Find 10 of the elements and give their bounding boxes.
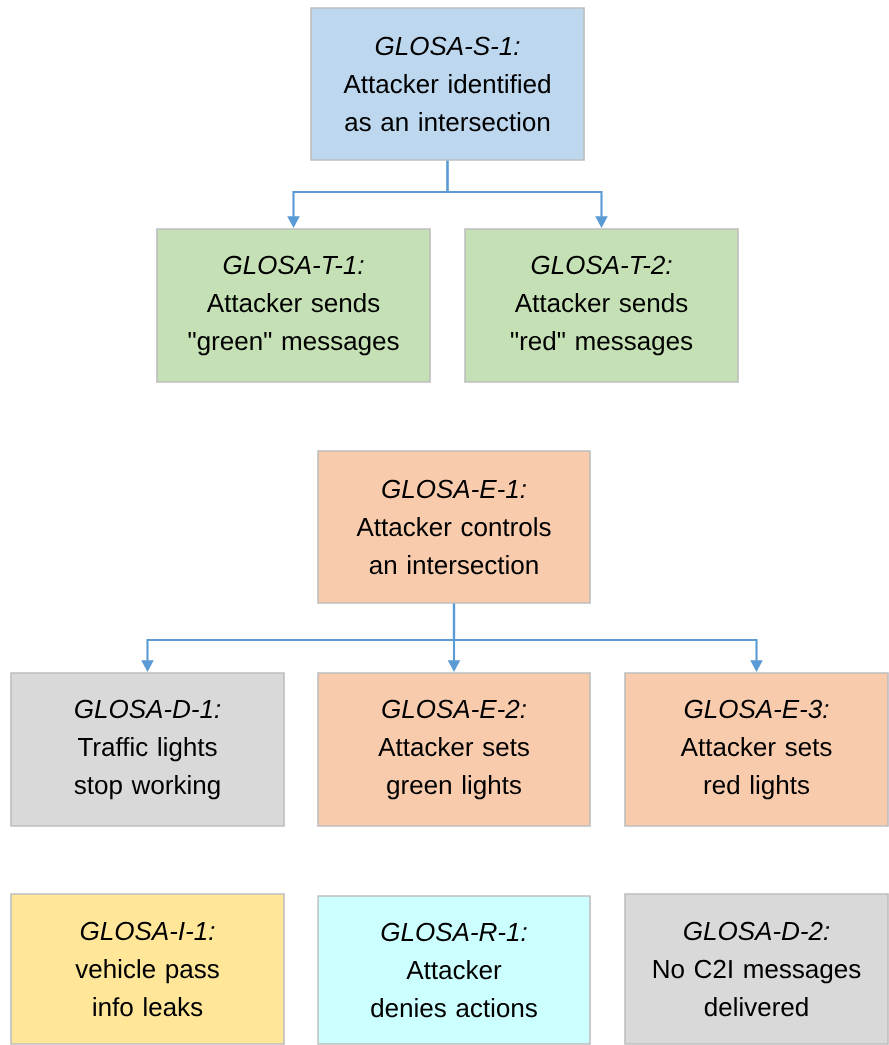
threat-box: GLOSA-T-1: Attacker sends "green" messages: [156, 228, 431, 383]
threat-box: GLOSA-T-2: Attacker sends "red" messages: [464, 228, 739, 383]
threat-box: GLOSA-E-3: Attacker sets red lights: [624, 672, 889, 827]
threat-box: GLOSA-D-1: Traffic lights stop working: [10, 672, 285, 827]
threat-box: GLOSA-E-2: Attacker sets green lights: [317, 672, 591, 827]
threat-box: GLOSA-I-1: vehicle pass info leaks: [10, 893, 285, 1045]
threat-box: GLOSA-S-1: Attacker identified as an intersection: [310, 7, 585, 161]
threat-box: GLOSA-E-1: Attacker controls an intersection: [317, 450, 591, 604]
threat-box: GLOSA-R-1: Attacker denies actions: [317, 895, 591, 1045]
threat-box: GLOSA-D-2: No C2I messages delivered: [624, 893, 889, 1045]
